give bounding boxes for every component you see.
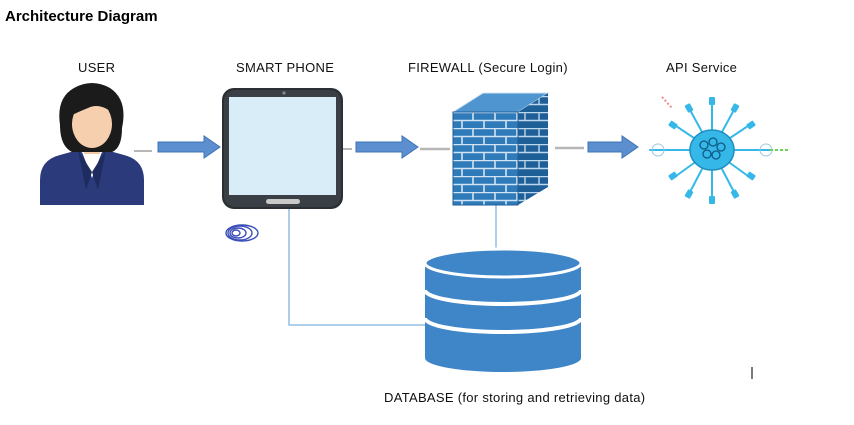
firewall-to-api-arrow — [555, 135, 639, 159]
api-service-label: API Service — [666, 60, 738, 75]
smart-phone-label: SMART PHONE — [236, 60, 335, 75]
smart-phone-icon — [222, 88, 343, 209]
firewall-brick-wall-icon — [451, 92, 550, 206]
user-to-phone-arrow — [134, 135, 221, 159]
database-label: DATABASE (for storing and retrieving dat… — [384, 390, 646, 405]
firewall-label: FIREWALL (Secure Login) — [408, 60, 568, 75]
user-label: USER — [78, 60, 116, 75]
phone-to-database-connector — [288, 205, 425, 326]
user-icon — [40, 83, 144, 205]
wireless-signal-icon — [225, 224, 259, 242]
api-service-icon — [649, 96, 790, 204]
page-title: Architecture Diagram — [5, 8, 158, 25]
phone-to-firewall-arrow — [340, 135, 450, 159]
database-cylinder-icon — [423, 247, 583, 372]
